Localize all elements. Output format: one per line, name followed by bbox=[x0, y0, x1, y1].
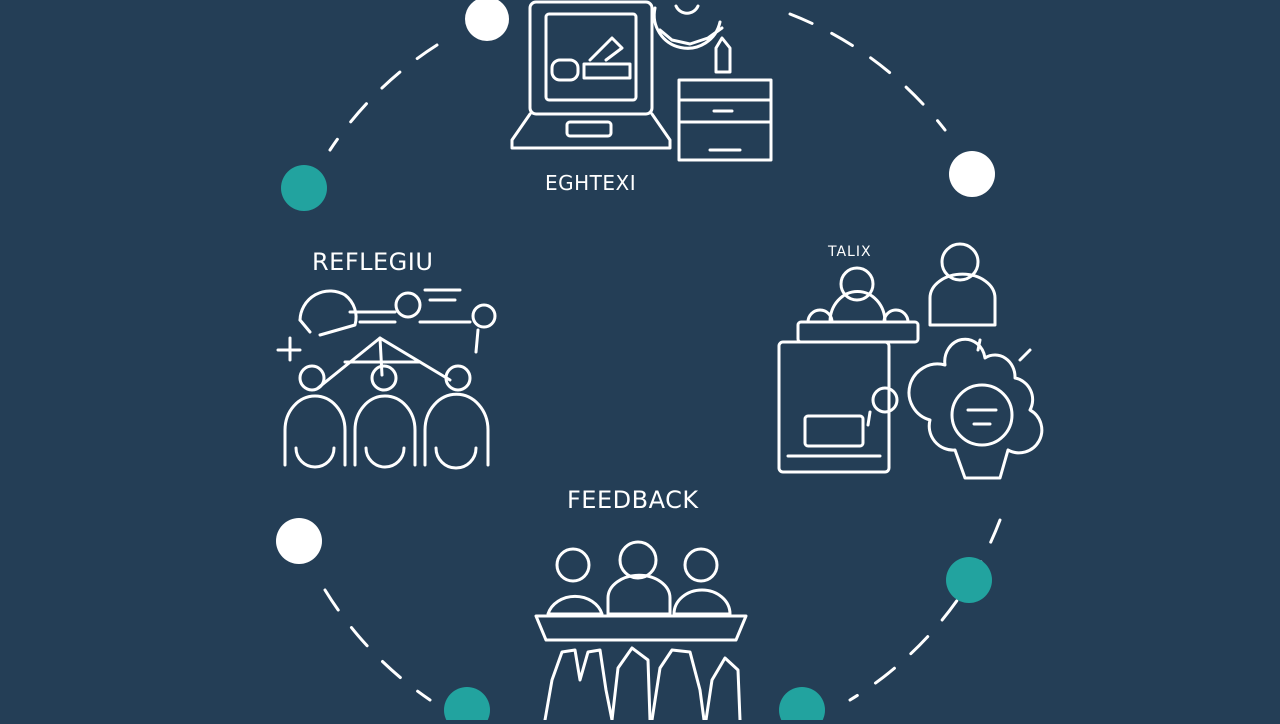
stage-label-top: EGHTEXI bbox=[545, 171, 637, 195]
laptop-tools-icon bbox=[510, 0, 773, 162]
teal-dot bbox=[946, 557, 992, 603]
white-dot bbox=[276, 518, 322, 564]
meeting-discussion-icon bbox=[777, 242, 1044, 480]
team-network-icon bbox=[276, 288, 497, 470]
audience-group-icon bbox=[534, 540, 748, 722]
teal-dot bbox=[281, 165, 327, 211]
stage-label-bottom: FEEDBACK bbox=[567, 486, 699, 514]
teal-dot bbox=[444, 687, 490, 724]
white-dot bbox=[949, 151, 995, 197]
white-dot bbox=[465, 0, 509, 41]
stage-label-right: TALIX bbox=[828, 244, 872, 260]
teal-dot bbox=[779, 687, 825, 724]
dashed-cycle-ring bbox=[323, 12, 1002, 702]
stage-label-left: REFLEGIU bbox=[312, 248, 434, 276]
